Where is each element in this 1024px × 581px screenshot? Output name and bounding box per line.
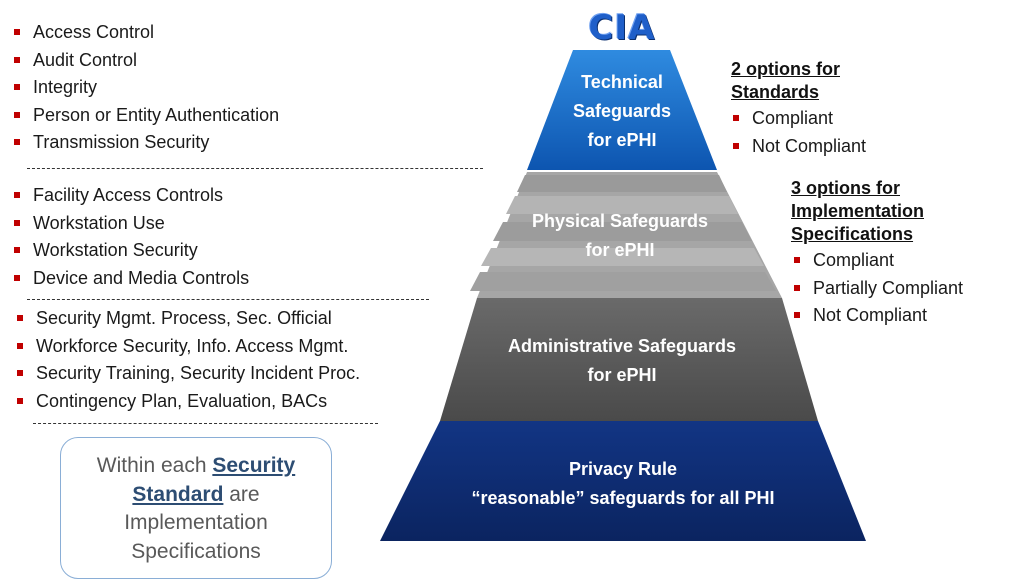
label-administrative-safeguards: Administrative Safeguards for ePHI [507,336,737,385]
callout-emphasis: Security [212,454,296,477]
callout-emphasis: Standard [132,482,224,506]
callout-text: Within each [96,454,213,477]
callout-text: Specifications [131,539,261,563]
list-item: Person or Entity Authentication [11,102,279,130]
label-physical-safeguards: Physical Safeguards for ePHI [531,211,709,260]
tier-administrative [440,298,818,421]
tier-technical [527,50,717,170]
list-item: Access Control [11,19,279,47]
cia-title: CIA [588,8,656,48]
list-item: Security Training, Security Incident Pro… [14,360,360,388]
tier-physical [470,172,782,298]
dashed-divider [33,423,378,424]
list-item: Compliant [791,247,963,275]
list-item: Contingency Plan, Evaluation, BACs [14,388,360,416]
list-item: Security Mgmt. Process, Sec. Official [14,305,360,333]
list-item: Audit Control [11,47,279,75]
callout-text: Implementation [124,511,268,534]
callout-text: are [223,482,260,506]
administrative-standards-list: Security Mgmt. Process, Sec. Official Wo… [14,305,360,415]
dashed-divider [27,299,429,300]
technical-standards-list: Access Control Audit Control Integrity P… [11,19,279,157]
list-item: Workforce Security, Info. Access Mgmt. [14,333,360,361]
implementation-options-heading: 3 options for Implementation Specificati… [791,178,925,244]
label-technical-safeguards: Technical Safeguards for ePHI [572,72,672,150]
list-item: Workstation Security [11,237,249,265]
list-item: Not Compliant [791,302,963,330]
list-item: Transmission Security [11,129,279,157]
implementation-options-list: Compliant Partially Compliant Not Compli… [791,247,963,330]
list-item: Compliant [730,105,866,133]
list-item: Not Compliant [730,133,866,161]
list-item: Partially Compliant [791,275,963,303]
implementation-callout: Within each Security Standard are Implem… [60,437,332,579]
list-item: Device and Media Controls [11,265,249,293]
standards-options-list: Compliant Not Compliant [730,105,866,160]
list-item: Workstation Use [11,210,249,238]
list-item: Integrity [11,74,279,102]
label-privacy-rule: Privacy Rule “reasonable” safeguards for… [471,459,775,508]
standards-options-heading: 2 options for Standards [731,59,840,102]
tier-privacy [380,421,866,541]
list-item: Facility Access Controls [11,182,249,210]
dashed-divider [27,168,483,169]
physical-standards-list: Facility Access Controls Workstation Use… [11,182,249,292]
